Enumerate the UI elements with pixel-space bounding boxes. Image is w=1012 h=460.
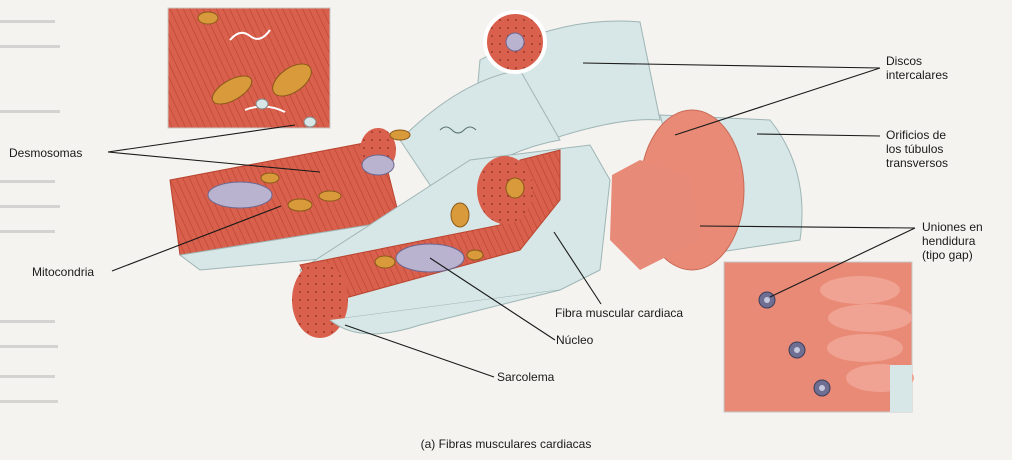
label-uniones-hendidura: Uniones en hendidura (tipo gap) [922,220,983,262]
leader-nucleo [429,257,556,341]
leader-lines [107,62,916,378]
label-orificios-tubulos: Orificios de los túbulos transversos [886,128,949,170]
label-fibra-muscular: Fibra muscular cardiaca [555,306,684,320]
leader-sarcolema [344,324,495,378]
leader-uniones-2 [769,227,916,298]
inset-sarcomere [167,7,331,129]
leader-discos-2 [674,67,881,136]
leader-discos-1 [582,62,881,69]
leader-uniones-1 [699,225,916,229]
upper-fiber [399,10,661,201]
leader-fibra [553,231,602,305]
label-sarcolema: Sarcolema [497,370,555,384]
label-discos-intercalares: Discos intercalares [886,54,949,82]
leader-desmosomas-1 [107,124,296,153]
page-edge-text [0,20,60,403]
right-fiber [610,109,803,271]
leader-mitocondria [111,205,282,272]
front-fiber [292,144,611,338]
figure-caption: (a) Fibras musculares cardiacas [420,437,592,451]
leader-desmosomas-2 [107,151,321,173]
label-mitocondria: Mitocondria [32,265,95,279]
label-desmosomas: Desmosomas [9,146,83,160]
leader-orificios [756,133,881,137]
label-nucleo: Núcleo [556,333,594,347]
inset-gap-junctions [723,261,914,413]
